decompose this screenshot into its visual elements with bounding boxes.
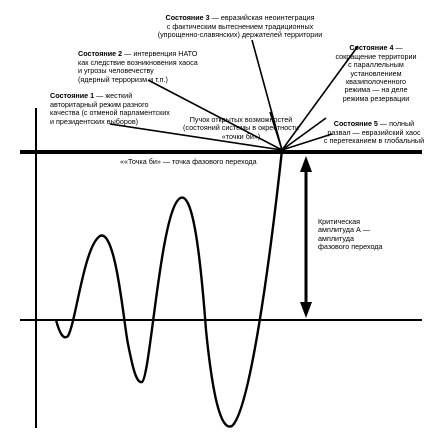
oscillation-curve bbox=[54, 149, 284, 428]
ray-state-5 bbox=[281, 117, 327, 151]
state-3-label: Состояние 3 — евразийская неоинтеграция … bbox=[157, 13, 323, 40]
state-4-label: Состояние 4 — сокращение территории с па… bbox=[335, 43, 417, 103]
ray-state-4 bbox=[281, 45, 359, 151]
possibility-rays bbox=[109, 39, 359, 151]
ray-state-2 bbox=[147, 79, 283, 151]
bifurcation-point-label: ««Точка би» — точка фазового перехода bbox=[120, 157, 257, 166]
bundle-label: Пучок открытых возможностей (состояний с… bbox=[183, 115, 299, 141]
ray-bundle bbox=[269, 111, 283, 151]
state-2-label: Состояние 2 — интервенция НАТО как следс… bbox=[78, 49, 198, 84]
state-5-label: Состояние 5 — полный развал — евразийски… bbox=[323, 119, 425, 146]
ray-state-1 bbox=[109, 123, 283, 151]
amplitude-arrow bbox=[300, 156, 312, 318]
critical-amplitude-label: Критическая амплитуда А — амплитуда фазо… bbox=[318, 217, 383, 252]
state-1-label: Состояние 1 — жесткий авторитарный режим… bbox=[50, 91, 170, 126]
ray-state-5b bbox=[281, 133, 333, 151]
